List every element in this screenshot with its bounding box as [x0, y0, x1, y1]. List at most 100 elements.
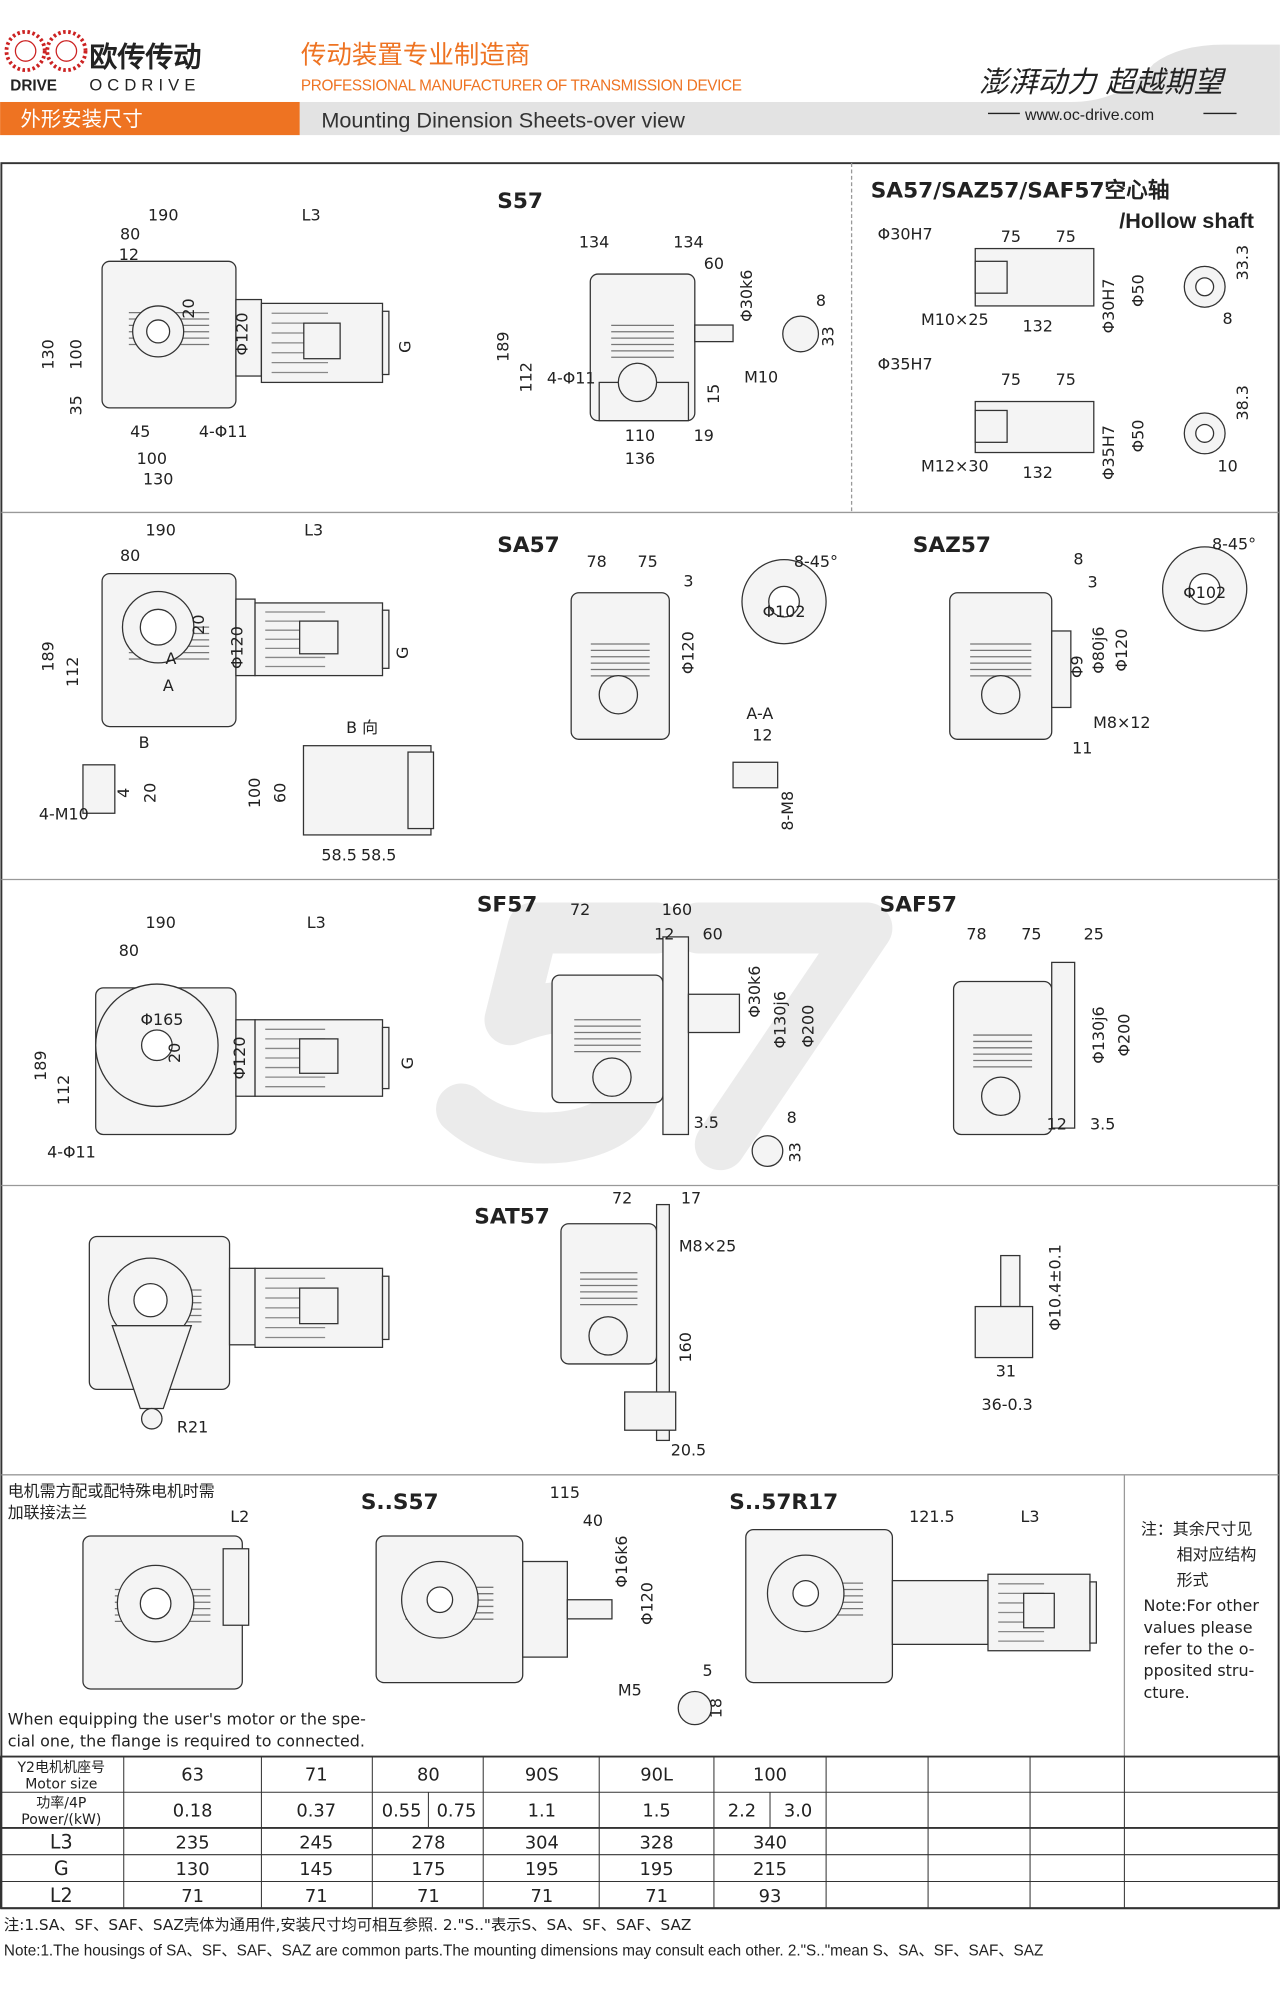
dimension-label: 17	[681, 1188, 701, 1207]
dimension-label: cture.	[1144, 1683, 1190, 1702]
dimension-label: Φ120	[638, 1582, 657, 1625]
dimension-label: 12	[119, 245, 139, 264]
table-cell: 100	[753, 1765, 787, 1786]
dimension-label: M8×12	[1093, 713, 1150, 732]
dimension-label: M5	[618, 1680, 642, 1699]
dimension-label: B 向	[346, 718, 378, 737]
table-cell: 90S	[525, 1765, 559, 1786]
dimension-label: 60	[704, 254, 724, 273]
dimension-label: 8	[1223, 309, 1233, 328]
dimension-label: 189	[39, 641, 58, 671]
dimension-label: L3	[304, 520, 323, 539]
table-cell: 71	[305, 1765, 328, 1786]
dimension-label: G	[396, 341, 415, 353]
dimension-label: 38.3	[1233, 385, 1252, 420]
keyway	[974, 260, 1008, 294]
dimension-label: 加联接法兰	[8, 1503, 88, 1522]
dimension-label: Φ102	[1183, 583, 1226, 602]
terminal-box	[1023, 1592, 1055, 1629]
table-cell: Power/(kW)	[21, 1812, 101, 1828]
bore	[768, 585, 800, 618]
bore	[139, 1587, 172, 1620]
dimension-label: 100	[67, 339, 86, 369]
dimension-label: 4-Φ11	[47, 1142, 96, 1161]
dimension-label: 136	[625, 449, 655, 468]
dimension-label: Φ130j6	[770, 991, 789, 1048]
dimension-label: 189	[31, 1050, 50, 1080]
dimension-label: 75	[1001, 227, 1021, 246]
dimension-label: L3	[1021, 1507, 1040, 1526]
dimension-label: R21	[177, 1418, 208, 1437]
shaft-section	[677, 1690, 713, 1726]
dimension-label: L2	[230, 1507, 249, 1526]
dimension-label: 形式	[1177, 1571, 1209, 1590]
bore	[1195, 277, 1215, 297]
dimension-label: 75	[638, 552, 658, 571]
dimension-label: cial one, the flange is required to conn…	[8, 1731, 365, 1750]
dimension-label: Φ200	[1114, 1014, 1133, 1057]
dimension-label: Φ50	[1129, 420, 1148, 453]
bore-circle	[592, 1057, 632, 1097]
dimension-label: Φ10.4±0.1	[1046, 1244, 1065, 1331]
table-cell: 195	[525, 1859, 559, 1880]
dimension-label: 112	[63, 657, 82, 687]
dimension-label: 18	[707, 1698, 726, 1718]
dimension-label: Φ120	[230, 1037, 249, 1080]
table-cell: 2.2	[728, 1800, 756, 1821]
gearbox-housing	[570, 592, 670, 740]
dimension-label: values please	[1144, 1618, 1253, 1637]
dimension-label: Note:For other	[1144, 1596, 1260, 1615]
view-title: SAZ57	[913, 533, 991, 558]
foot	[598, 381, 690, 422]
table-cell: 175	[411, 1859, 445, 1880]
header-band	[299, 44, 1280, 136]
bore-circle	[588, 1316, 628, 1356]
dimension-label: 19	[694, 426, 714, 445]
view-title: S..57R17	[729, 1490, 838, 1515]
dimension-label: 72	[612, 1188, 632, 1207]
dimension-label: 4-Φ11	[199, 422, 248, 441]
flange	[1051, 961, 1076, 1129]
dimension-label: refer to the o-	[1144, 1640, 1255, 1659]
dimension-label: 3.5	[694, 1113, 719, 1132]
dimension-label: B	[139, 733, 150, 752]
table-cell: 340	[753, 1832, 787, 1853]
terminal-box	[299, 620, 339, 655]
dimension-label: 110	[625, 426, 655, 445]
dimension-label: 190	[146, 520, 176, 539]
gearbox-housing	[949, 592, 1053, 740]
dimension-label: 160	[662, 900, 692, 919]
dimension-label: 4-Φ11	[547, 369, 596, 388]
dimension-label: 75	[1056, 227, 1076, 246]
table-cell: Motor size	[25, 1776, 97, 1792]
view-title: S..S57	[361, 1490, 439, 1515]
dimension-label: M12×30	[921, 457, 989, 476]
dimension-label: 12	[1047, 1114, 1067, 1133]
table-cell: 0.37	[296, 1800, 336, 1821]
dimension-label: 160	[676, 1332, 695, 1362]
table-cell: 245	[299, 1832, 333, 1853]
header: 欧传传动 DRIVE OCDRIVE 传动装置专业制造商 PROFESSIONA…	[0, 29, 1280, 136]
torque-arm	[655, 1203, 670, 1442]
dimension-label: Φ120	[679, 631, 698, 674]
dimension-label: 36-0.3	[981, 1395, 1032, 1414]
slogan: 澎湃动力 超越期望	[979, 65, 1226, 99]
dimension-label: 5	[702, 1661, 712, 1680]
bore	[1188, 572, 1221, 605]
bore-circle	[617, 362, 658, 403]
table-cell: 0.55	[382, 1800, 422, 1821]
table-cell: 215	[753, 1859, 787, 1880]
table-cell: L3	[50, 1830, 73, 1853]
bore-circle	[980, 674, 1021, 715]
torque-arm-eye	[140, 1407, 163, 1430]
fan-cover	[381, 1026, 390, 1090]
torque-arm-base	[624, 1391, 677, 1431]
dimension-label: 3	[1087, 573, 1097, 592]
shrink-disc	[1051, 630, 1072, 709]
dimension-label: 33.3	[1233, 245, 1252, 280]
dimension-label: 12	[654, 924, 674, 943]
dimension-label: 4	[114, 788, 133, 798]
logo-gear-hub-icon	[14, 40, 37, 62]
dimension-label: Φ30H7	[1099, 278, 1118, 333]
dimension-label: 112	[517, 362, 536, 392]
